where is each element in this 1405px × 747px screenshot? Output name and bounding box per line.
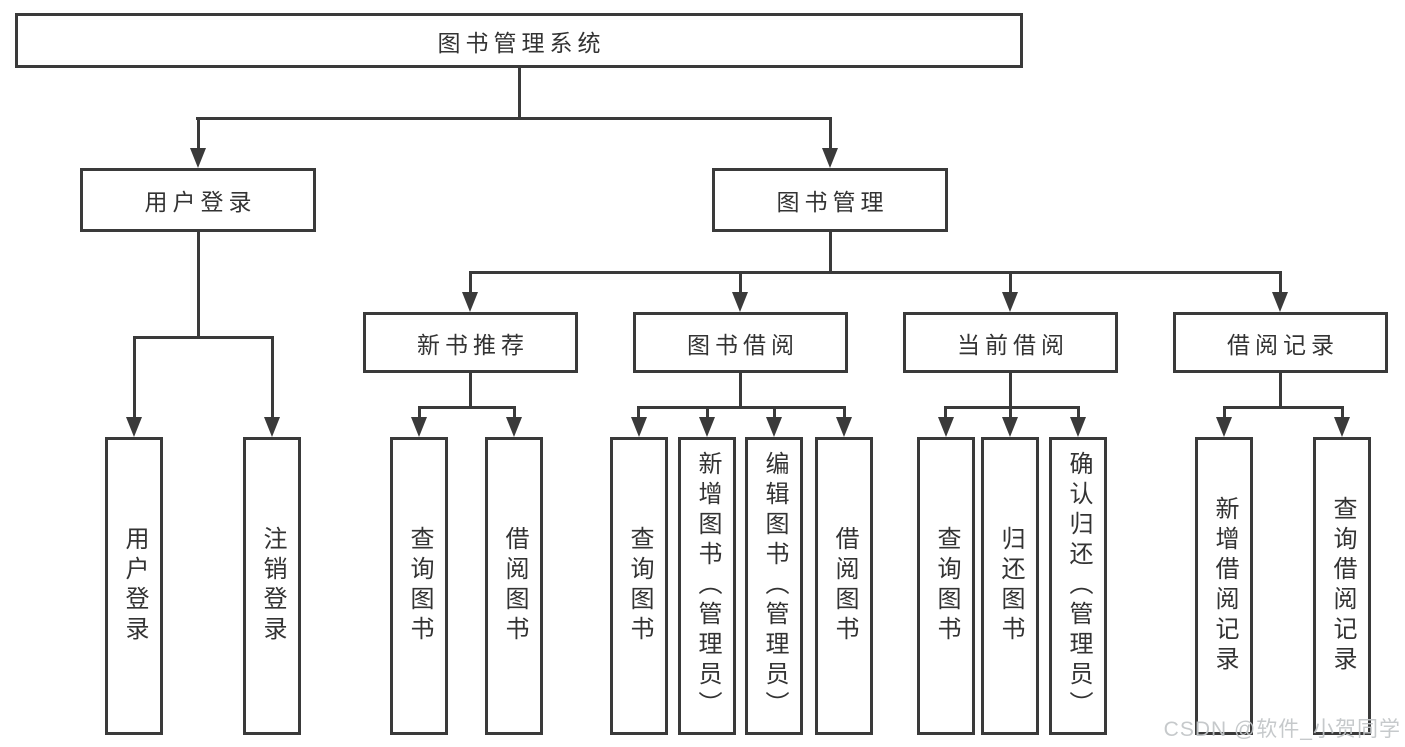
connector-stub-cb-return [1009, 406, 1012, 420]
leaf-bb-borrow-books: 借阅图书 [815, 437, 873, 735]
arrowhead-book-management [822, 148, 838, 168]
leaf-logout: 注销登录 [243, 437, 301, 735]
arrowhead-cb-confirm [1070, 417, 1086, 437]
leaf-cb-return-books: 归还图书 [981, 437, 1039, 735]
connector-stub-current-borrowing [1009, 271, 1012, 295]
connector-stub-nb-borrow [513, 406, 516, 420]
connector-book-management-stem [829, 232, 832, 274]
connector-root-branch [196, 117, 832, 120]
arrowhead-nb-borrow [506, 417, 522, 437]
connector-user-login-branch [133, 336, 274, 339]
node-borrowing-records: 借阅记录 [1173, 312, 1388, 373]
leaf-nb-query-books-label: 查询图书 [406, 526, 433, 646]
leaf-bb-add-books-admin-label: 新增图书（管理员） [694, 451, 721, 721]
arrowhead-current-borrowing [1002, 292, 1018, 312]
node-current-borrowing: 当前借阅 [903, 312, 1118, 373]
connector-book-borrowing-branch [637, 406, 846, 409]
leaf-logout-label: 注销登录 [259, 526, 286, 646]
leaf-nb-borrow-books: 借阅图书 [485, 437, 543, 735]
node-book-management: 图书管理 [712, 168, 948, 232]
arrowhead-book-borrowing [732, 292, 748, 312]
connector-stub-bb-edit [773, 406, 776, 420]
arrowhead-br-add [1216, 417, 1232, 437]
leaf-cb-return-books-label: 归还图书 [997, 526, 1024, 646]
arrowhead-bb-edit [766, 417, 782, 437]
leaf-cb-confirm-return-admin-label: 确认归还（管理员） [1065, 451, 1092, 721]
leaf-bb-borrow-books-label: 借阅图书 [831, 526, 858, 646]
connector-stub-login-leaf [133, 336, 136, 420]
connector-stub-book-management [829, 117, 832, 150]
arrowhead-nb-query [411, 417, 427, 437]
connector-new-book-branch [418, 406, 516, 409]
leaf-br-add-record-label: 新增借阅记录 [1211, 496, 1238, 676]
connector-book-borrowing-stem [739, 373, 742, 409]
connector-stub-new-book [469, 271, 472, 295]
connector-stub-bb-query [637, 406, 640, 420]
node-new-book-recommend: 新书推荐 [363, 312, 578, 373]
arrowhead-bb-add [699, 417, 715, 437]
leaf-br-query-record-label: 查询借阅记录 [1329, 496, 1356, 676]
arrowhead-cb-return [1002, 417, 1018, 437]
connector-current-borrowing-stem [1009, 373, 1012, 409]
connector-stub-bb-borrow [843, 406, 846, 420]
connector-stub-bb-add [706, 406, 709, 420]
connector-borrowing-records-stem [1279, 373, 1282, 409]
connector-stub-cb-confirm [1077, 406, 1080, 420]
leaf-cb-query-books-label: 查询图书 [933, 526, 960, 646]
leaf-user-login: 用户登录 [105, 437, 163, 735]
connector-user-login-stem [197, 232, 200, 339]
leaf-br-query-record: 查询借阅记录 [1313, 437, 1371, 735]
arrowhead-user-login [190, 148, 206, 168]
connector-stub-logout-leaf [271, 336, 274, 420]
csdn-watermark: CSDN @软件_小贺同学 [1163, 718, 1401, 741]
connector-stub-cb-query [944, 406, 947, 420]
leaf-cb-confirm-return-admin: 确认归还（管理员） [1049, 437, 1107, 735]
arrowhead-logout-leaf [264, 417, 280, 437]
leaf-bb-query-books-label: 查询图书 [626, 526, 653, 646]
connector-root-stem [518, 66, 521, 120]
connector-stub-nb-query [418, 406, 421, 420]
leaf-user-login-label: 用户登录 [121, 526, 148, 646]
arrowhead-br-query [1334, 417, 1350, 437]
arrowhead-login-leaf [126, 417, 142, 437]
arrowhead-bb-query [631, 417, 647, 437]
connector-current-borrowing-branch [944, 406, 1080, 409]
connector-stub-br-query [1341, 406, 1344, 420]
connector-borrowing-records-branch [1223, 406, 1344, 409]
connector-stub-br-add [1223, 406, 1226, 420]
connector-new-book-stem [469, 373, 472, 409]
arrowhead-borrowing-records [1272, 292, 1288, 312]
leaf-cb-query-books: 查询图书 [917, 437, 975, 735]
leaf-bb-edit-books-admin: 编辑图书（管理员） [745, 437, 803, 735]
node-user-login: 用户登录 [80, 168, 316, 232]
connector-stub-book-borrowing [739, 271, 742, 295]
leaf-nb-borrow-books-label: 借阅图书 [501, 526, 528, 646]
arrowhead-cb-query [938, 417, 954, 437]
leaf-br-add-record: 新增借阅记录 [1195, 437, 1253, 735]
connector-stub-borrowing-records [1279, 271, 1282, 295]
leaf-bb-query-books: 查询图书 [610, 437, 668, 735]
arrowhead-new-book [462, 292, 478, 312]
leaf-bb-add-books-admin: 新增图书（管理员） [678, 437, 736, 735]
connector-book-management-branch [469, 271, 1282, 274]
leaf-bb-edit-books-admin-label: 编辑图书（管理员） [761, 451, 788, 721]
node-book-borrowing: 图书借阅 [633, 312, 848, 373]
node-library-system: 图书管理系统 [15, 13, 1023, 68]
arrowhead-bb-borrow [836, 417, 852, 437]
connector-stub-user-login [197, 117, 200, 150]
leaf-nb-query-books: 查询图书 [390, 437, 448, 735]
